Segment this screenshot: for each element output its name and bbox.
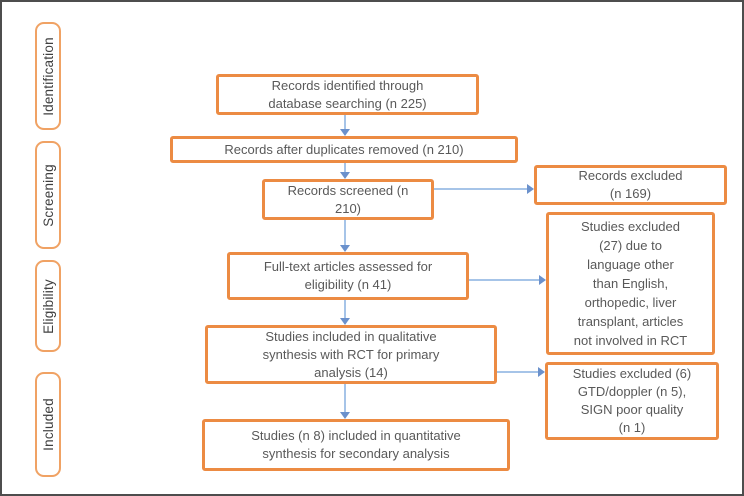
stage-included-label: Included	[40, 398, 56, 451]
box-text-line: (27) due to	[599, 238, 662, 253]
stage-identification: Identification	[35, 22, 61, 130]
stage-screening: Screening	[35, 141, 61, 249]
box-studies-excluded-qualitative: Studies excluded (6) GTD/doppler (n 5), SI…	[545, 362, 719, 440]
box-text-line: analysis (14)	[314, 364, 388, 380]
box-duplicates-removed: Records after duplicates removed (n 210)	[170, 136, 518, 163]
box-text-line: Studies excluded	[580, 219, 680, 234]
box-text-line: synthesis for secondary analysis	[262, 446, 450, 461]
box-text-line: transplant, articles	[577, 314, 684, 329]
box-records-screened: Records screened (n 210)	[262, 179, 434, 220]
box-text-line: (n 169)	[609, 186, 652, 201]
box-fulltext-assessed: Full-text articles assessed for eligibili…	[227, 252, 469, 300]
box-text-line: not involved in RCT	[573, 333, 688, 348]
stage-eligibility: Eligibility	[35, 260, 61, 352]
box-text-line: language other	[587, 257, 674, 272]
arrow-duplicates-to-screened	[344, 163, 346, 172]
box-text-line: eligibility (n 41)	[304, 277, 392, 292]
arrow-identified-to-duplicates	[344, 115, 346, 129]
box-text-line: Records screened (n	[287, 182, 409, 198]
box-text-line: Records excluded	[578, 168, 683, 183]
box-text-line: Studies excluded (6)	[572, 366, 692, 381]
arrow-fulltext-to-studies-excluded	[469, 279, 539, 281]
box-text-line: Records after duplicates removed (n 210)	[224, 141, 464, 157]
box-text-line: orthopedic, liver	[584, 295, 677, 310]
box-text-line: Records identified through	[271, 77, 424, 93]
box-text-line: Studies included in qualitative	[265, 328, 437, 344]
box-text-line: database searching (n 225)	[268, 95, 427, 111]
box-studies-excluded-fulltext: Studies excluded (27) due to language othe…	[546, 212, 715, 355]
box-qualitative-included: Studies included in qualitative synthesis…	[205, 325, 497, 384]
box-quantitative-included: Studies (n 8) included in quantitative sy…	[202, 419, 510, 471]
box-text-line: synthesis with RCT for primary	[262, 346, 440, 362]
stage-eligibility-label: Eligibility	[40, 278, 56, 334]
box-text-line: (n 1)	[618, 420, 646, 435]
arrow-qualitative-to-quantitative	[344, 384, 346, 412]
box-records-identified: Records identified through database searc…	[216, 74, 479, 115]
arrow-screened-to-fulltext	[344, 220, 346, 245]
stage-identification-label: Identification	[40, 36, 56, 116]
arrow-fulltext-to-qualitative	[344, 300, 346, 318]
stage-included: Included	[35, 372, 61, 477]
box-text-line: 210)	[334, 200, 362, 216]
box-text-line: GTD/doppler (n 5),	[577, 384, 687, 399]
box-text-line: than English,	[592, 276, 669, 291]
arrow-screened-to-records-excluded	[434, 188, 527, 190]
box-text-line: Full-text articles assessed for	[263, 259, 433, 274]
box-text-line: Studies (n 8) included in quantitative	[251, 428, 461, 443]
arrow-qualitative-to-studies-excluded	[497, 371, 538, 373]
box-records-excluded: Records excluded (n 169)	[534, 165, 727, 205]
box-text-line: SIGN poor quality	[580, 402, 684, 417]
stage-screening-label: Screening	[40, 163, 56, 227]
